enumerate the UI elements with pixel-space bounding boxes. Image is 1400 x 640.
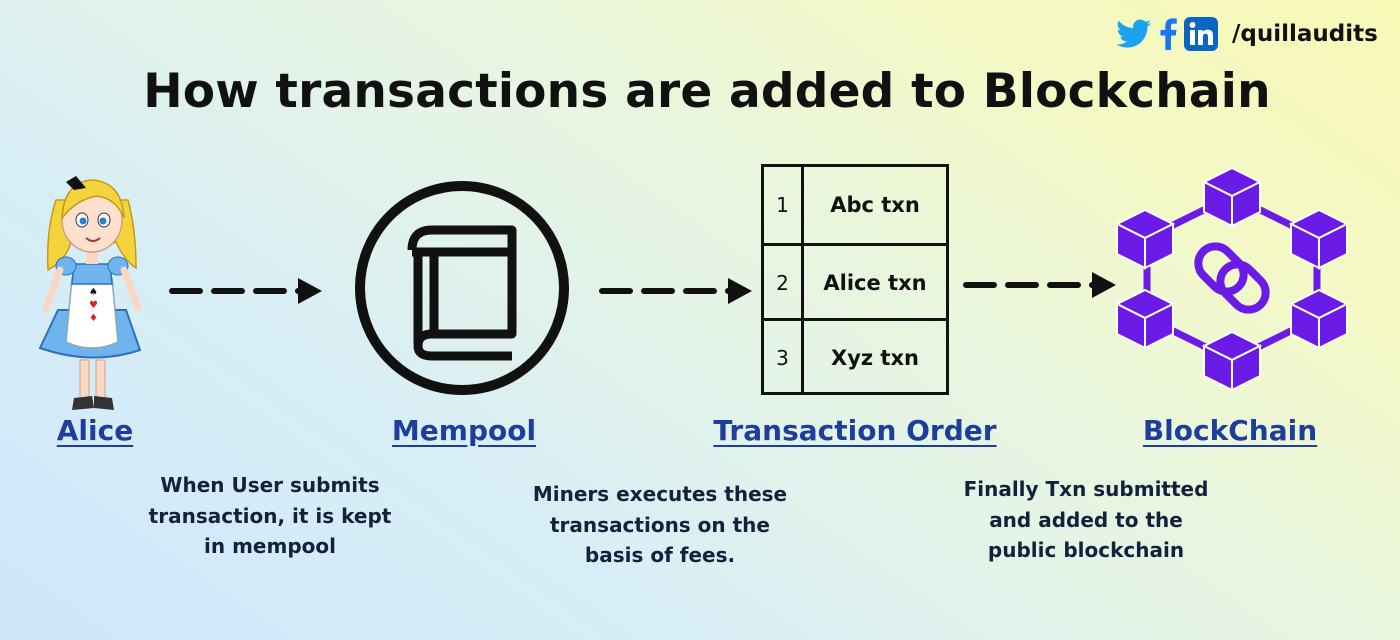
node-label-alice[interactable]: Alice <box>56 414 134 447</box>
description-blockchain: Finally Txn submitted and added to the p… <box>963 477 1209 562</box>
transaction-order-table: 1 Abc txn 2 Alice txn 3 Xyz txn <box>761 164 949 395</box>
arrow-mempool-to-order <box>599 278 752 304</box>
node-label-transaction-order[interactable]: Transaction Order <box>713 414 997 447</box>
mempool-book-icon <box>355 181 569 395</box>
description-order: Miners executes these transactions on th… <box>532 482 788 567</box>
twitter-icon[interactable] <box>1116 19 1152 49</box>
social-handle[interactable]: /quillaudits <box>1232 21 1378 47</box>
order-txn-name: Alice txn <box>823 270 927 295</box>
table-row: 3 Xyz txn <box>764 318 946 394</box>
table-row: 2 Alice txn <box>764 243 946 319</box>
order-number: 2 <box>764 246 804 319</box>
order-txn-name: Abc txn <box>830 193 920 217</box>
node-label-mempool[interactable]: Mempool <box>391 414 537 447</box>
arrow-alice-to-mempool <box>169 278 322 304</box>
description-mempool: When User submits transaction, it is kep… <box>148 473 392 558</box>
social-bar: /quillaudits <box>1116 16 1378 52</box>
facebook-icon[interactable] <box>1158 18 1178 50</box>
linkedin-icon[interactable] <box>1184 17 1218 51</box>
svg-text:♠: ♠ <box>89 287 98 298</box>
blockchain-network-icon <box>1114 166 1350 392</box>
svg-text:♥: ♥ <box>89 300 98 311</box>
order-txn-name: Xyz txn <box>831 345 919 370</box>
svg-text:♦: ♦ <box>89 313 98 324</box>
node-label-blockchain[interactable]: BlockChain <box>1142 414 1318 447</box>
table-row: 1 Abc txn <box>764 167 946 243</box>
diagram-title: How transactions are added to Blockchain <box>143 64 1271 119</box>
alice-character: ♠ ♥ ♦ <box>38 176 142 410</box>
arrow-order-to-blockchain <box>963 272 1116 298</box>
order-number: 1 <box>764 167 804 243</box>
order-number: 3 <box>764 321 804 394</box>
